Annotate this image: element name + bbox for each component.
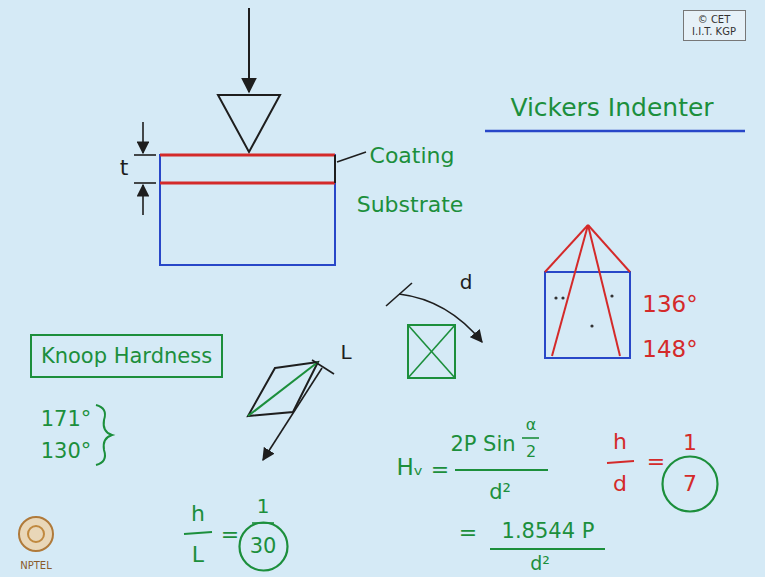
formula-term: α [526,416,537,434]
angle-label: 171° [41,408,92,431]
formula-term: d² [489,481,511,504]
dimension-tick [134,154,156,156]
diagonal-dimension [399,294,482,342]
fraction-bar [455,469,548,471]
circle-outline-shape [239,522,287,570]
logo-emblem [28,526,44,542]
formula-term: 1 [683,431,697,455]
dot [590,324,593,327]
formula-term: = [459,521,477,545]
title-underline [485,130,745,133]
formula-term: 1.8544 P [502,520,595,543]
topic-box: Knoop Hardness [30,334,223,378]
angle-label: 148° [642,337,697,362]
formula-term: L [192,543,204,567]
formula-term: 2P Sin [450,433,515,456]
dot [561,296,564,299]
formula-term: h [613,430,627,454]
formula-term: = [647,450,665,474]
dimension-label: L [340,341,351,363]
impression-diagonal [408,325,455,378]
circled-text: 7 [683,471,697,496]
formula-term: Hᵥ [397,455,424,480]
dimension-label: d [460,271,473,293]
impression-diagonal [248,362,318,416]
logo-emblem [19,517,53,551]
part-label: Substrate [357,193,464,217]
formula-term: d [613,472,627,496]
fraction-bar [522,437,539,439]
thickness-arrow [142,185,144,215]
substrate-block [160,155,335,265]
circled-text: 30 [250,534,277,558]
load-arrow [248,8,250,92]
angle-label: 136° [642,292,697,317]
impression-square [408,325,455,378]
knoop-impression [248,362,318,416]
circle-outline-shape [663,457,718,512]
dimension-tick [312,360,334,374]
formula-term: = [221,523,239,547]
fraction-bar [490,548,605,550]
coating-side [334,155,336,183]
pyramid-edge [588,225,620,356]
pyramid-edge [552,225,588,356]
curly-bracket [96,405,112,465]
indenter-triangle [218,95,280,152]
formula-term: 1 [257,495,270,517]
logo-text: NPTEL [20,560,52,571]
part-label: Coating [370,144,455,168]
circled-number: 7 [661,455,719,513]
impression-diagonal [408,325,455,378]
thickness-arrow [142,122,144,153]
copyright-box: © CET I.I.T. KGP [683,10,746,41]
formula-term: h [191,502,205,526]
coating-interface [160,182,335,185]
angle-label: 130° [41,440,92,463]
length-dimension [263,368,322,460]
fraction-bar [607,461,634,463]
formula-term: = [431,458,449,482]
dot [610,294,613,297]
coating-top [160,154,335,157]
formula-term: 2 [526,443,536,461]
circled-number: 30 [238,521,289,572]
fraction-bar [184,532,212,534]
box-text: Knoop Hardness [40,344,213,368]
thickness-symbol: t [120,156,129,180]
formula-term: d² [530,553,550,574]
leader-line [337,152,366,162]
dimension-tick [134,182,156,184]
heading-label: Vickers Indenter [510,94,713,122]
box-text: © CET I.I.T. KGP [687,14,741,37]
dot [554,296,557,299]
